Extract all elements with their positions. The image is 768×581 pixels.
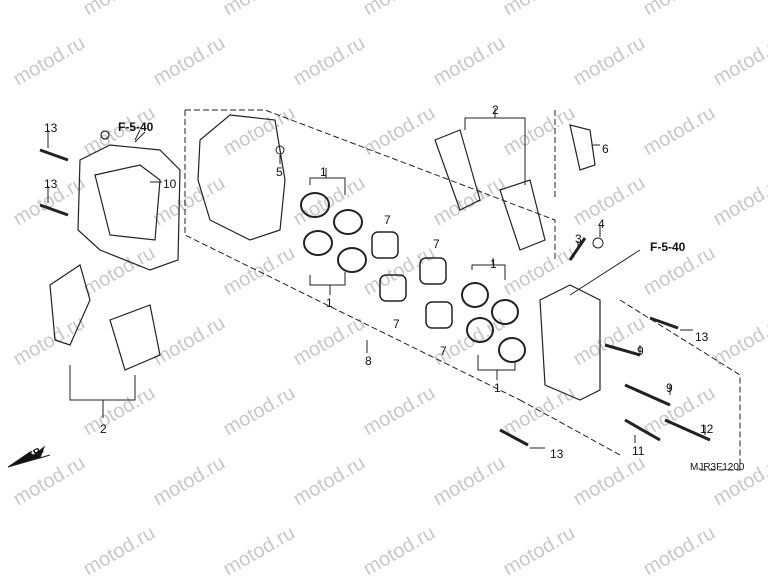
part-number-label[interactable]: 1 xyxy=(490,257,497,271)
reference-label[interactable]: F-5-40 xyxy=(650,240,686,254)
part-number-label[interactable]: 13 xyxy=(44,121,58,135)
part-number-label[interactable]: 13 xyxy=(695,330,709,344)
part-number-label[interactable]: 2 xyxy=(492,103,499,117)
part-number-label[interactable]: 8 xyxy=(365,354,372,368)
part-number-label[interactable]: 7 xyxy=(433,237,440,251)
reference-label[interactable]: F-5-40 xyxy=(118,120,154,134)
part-number-label[interactable]: 9 xyxy=(637,344,644,358)
caliper-body-right xyxy=(197,114,601,401)
part-number-label[interactable]: 1 xyxy=(320,165,327,179)
part-number-label[interactable]: 6 xyxy=(602,142,609,156)
part-number-label[interactable]: 5 xyxy=(276,165,283,179)
part-number-label[interactable]: 9 xyxy=(666,381,673,395)
brake-pads-right xyxy=(434,129,546,251)
part-number-label[interactable]: 13 xyxy=(44,177,58,191)
part-number-label[interactable]: 7 xyxy=(440,344,447,358)
bolts-right xyxy=(499,316,711,447)
part-number-label[interactable]: 7 xyxy=(384,213,391,227)
part-number-label[interactable]: 13 xyxy=(550,447,564,461)
bolt-13-left xyxy=(39,130,69,217)
part-number-label[interactable]: 10 xyxy=(163,177,177,191)
caliper-body-left xyxy=(77,130,181,271)
part-number-label[interactable]: 12 xyxy=(700,422,714,436)
part-number-label[interactable]: 11 xyxy=(632,444,645,458)
clip-6 xyxy=(569,124,596,171)
diagram-code: MJR3F1200 xyxy=(690,462,745,473)
part-number-label[interactable]: 2 xyxy=(100,422,107,436)
front-arrow-icon xyxy=(7,445,51,468)
part-number-label[interactable]: 7 xyxy=(393,317,400,331)
part-number-label[interactable]: 3 xyxy=(575,232,582,246)
brake-pads-left xyxy=(49,264,161,371)
pistons-7 xyxy=(371,231,453,329)
assembly-outline xyxy=(184,109,741,471)
seals-1 xyxy=(300,192,526,363)
part-number-label[interactable]: 4 xyxy=(598,217,605,231)
part-number-label[interactable]: 1 xyxy=(494,381,501,395)
part-number-label[interactable]: 1 xyxy=(326,296,333,310)
